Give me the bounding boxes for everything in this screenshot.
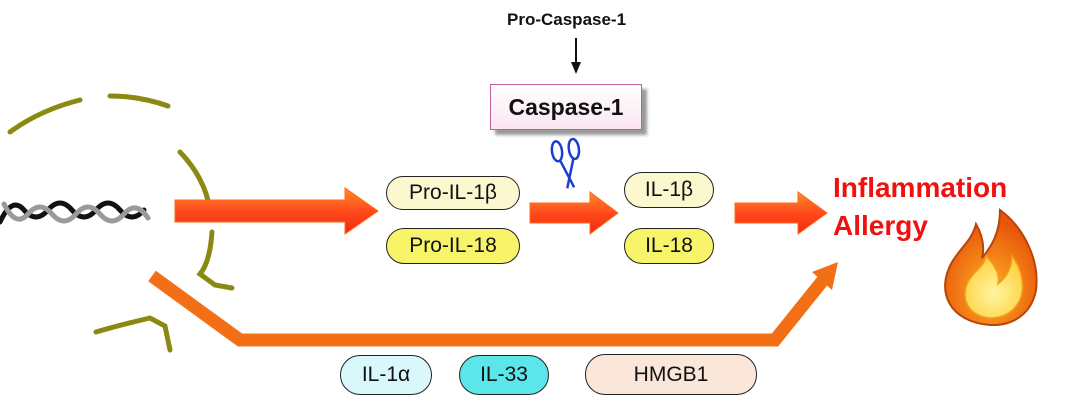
- inflammation-label: Inflammation: [833, 172, 1008, 203]
- il-1b-pill: IL-1β: [624, 172, 714, 208]
- il-33-pill: IL-33: [459, 355, 549, 395]
- cell-membrane: [7, 93, 235, 353]
- arrow-gene-to-pro: [174, 187, 379, 235]
- hmgb1-pill: HMGB1: [585, 354, 757, 395]
- il-18-pill: IL-18: [624, 228, 714, 264]
- arrow-alarmin-pathway: [148, 262, 838, 347]
- caspase-1-box: Caspase-1: [490, 84, 642, 130]
- dna-helix-icon: [0, 200, 151, 225]
- pro-il-1b-pill: Pro-IL-1β: [386, 176, 520, 210]
- il-1a-pill: IL-1α: [340, 355, 432, 395]
- pro-caspase-1-label: Pro-Caspase-1: [507, 10, 627, 29]
- arrow-mature-to-inflammation: [734, 191, 828, 235]
- scissors-icon: [550, 137, 581, 189]
- allergy-label: Allergy: [833, 210, 928, 241]
- arrow-procaspase-to-caspase: [571, 38, 581, 74]
- pro-il-18-pill: Pro-IL-18: [386, 228, 520, 264]
- arrow-pro-to-mature: [529, 191, 619, 235]
- flame-icon: [944, 208, 1038, 327]
